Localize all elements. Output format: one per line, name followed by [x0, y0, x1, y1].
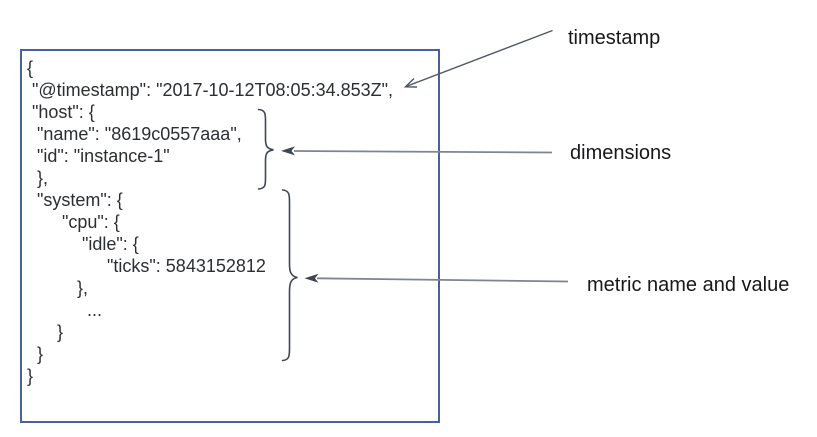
json-document-text: { "@timestamp": "2017-10-12T08:05:34.853… [27, 58, 394, 386]
label-dimensions: dimensions [570, 142, 672, 164]
json-document-box: { "@timestamp": "2017-10-12T08:05:34.853… [20, 49, 440, 423]
label-metric-name-and-value: metric name and value [587, 274, 790, 296]
label-timestamp: timestamp [568, 27, 661, 49]
